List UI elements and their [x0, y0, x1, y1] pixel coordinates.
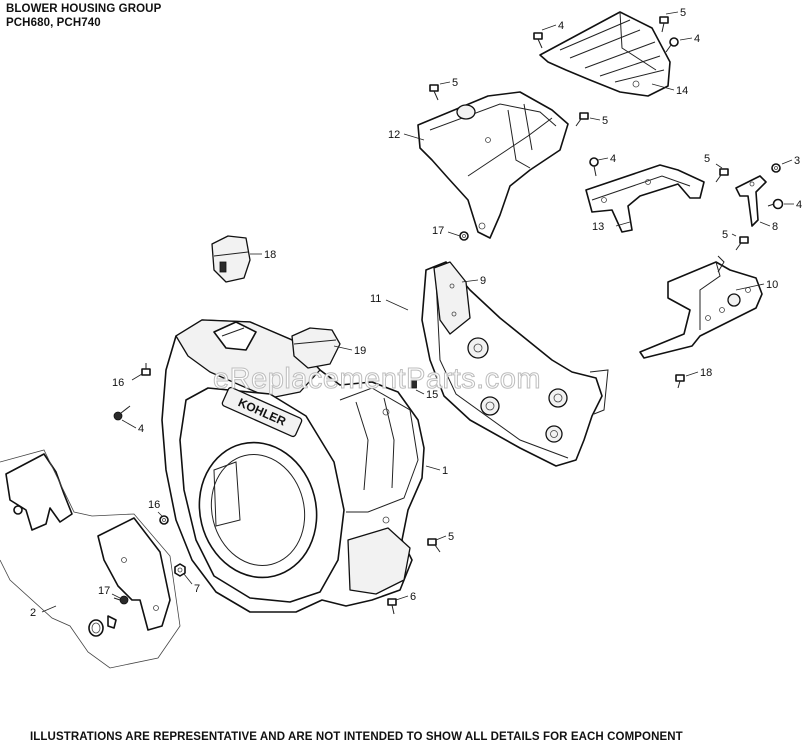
callout-15: 15: [426, 389, 438, 401]
fastener-screws: [88, 16, 784, 637]
callout-10: 11: [370, 293, 381, 305]
callout-4: 4: [610, 153, 616, 165]
callout-6: 17: [98, 585, 110, 597]
callout-19: 4: [138, 423, 144, 435]
part-2-baffle-left: [5, 453, 73, 531]
callout-5: 5: [602, 115, 608, 127]
callout-16: 16: [112, 377, 124, 389]
callout-17: 17: [432, 225, 444, 237]
callout-labels: 4 5 4 14 5 12 5 4 5 3 4 8 13 5 17 18 11 …: [30, 7, 802, 619]
callout-4: 6: [410, 591, 416, 603]
callout-4: 5: [448, 531, 454, 543]
callout-9: 9: [480, 275, 486, 287]
diagram-title: BLOWER HOUSING GROUP PCH680, PCH740: [6, 2, 161, 30]
part-18-grommet-lower: [291, 327, 341, 369]
callout-12: 12: [388, 129, 400, 141]
callout-7: 7: [194, 583, 200, 595]
part-1-blower-housing: KOHLER: [161, 319, 425, 613]
part-18-grommet-upper: [211, 235, 251, 283]
part-12-shroud: [417, 91, 569, 239]
callout-17: 18: [700, 367, 712, 379]
callout-14: 14: [676, 85, 688, 97]
leader-lines: [41, 11, 794, 613]
part-9-insert: [433, 261, 471, 335]
title-line-1: BLOWER HOUSING GROUP: [6, 3, 162, 15]
callout-4: 4: [694, 33, 700, 45]
part-11-bracket: [639, 255, 763, 359]
callout-16: 16: [148, 499, 160, 511]
callout-13: 13: [592, 221, 604, 233]
callout-4: 4: [796, 199, 802, 211]
callout-5: 5: [704, 153, 710, 165]
part-8-bracket: [735, 175, 767, 227]
part-13-bracket: [585, 164, 705, 233]
callout-2: 2: [30, 607, 36, 619]
callout-5: 5: [722, 229, 728, 241]
callout-1: 1: [442, 465, 448, 477]
callout-8: 8: [772, 221, 778, 233]
callout-18: 18: [264, 249, 276, 261]
footer-disclaimer: ILLUSTRATIONS ARE REPRESENTATIVE AND ARE…: [30, 731, 683, 743]
callout-5: 5: [680, 7, 686, 19]
part-14-shroud: [539, 11, 671, 97]
callout-5: 5: [452, 77, 458, 89]
part-2-baffle-right: [97, 517, 171, 631]
callout-5: 4: [558, 20, 564, 32]
title-line-2: PCH680, PCH740: [6, 17, 101, 29]
callout-18: 19: [354, 345, 366, 357]
watermark-text: eReplacementParts.com: [212, 363, 542, 396]
callout-11: 10: [766, 279, 778, 291]
callout-3: 3: [794, 155, 800, 167]
